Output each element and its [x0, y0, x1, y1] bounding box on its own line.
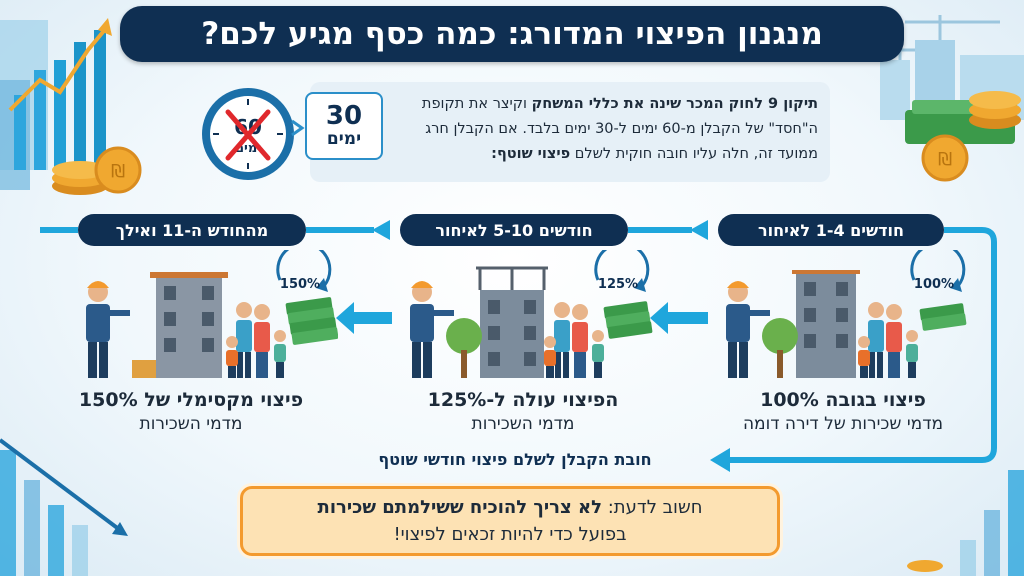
building-icon — [132, 272, 228, 378]
chevron-icon — [291, 119, 305, 137]
stage-3-badge: 150% — [280, 277, 320, 292]
family-icon — [858, 302, 918, 378]
intro-text: תיקון 9 לחוק המכר שינה את כללי המשחק וקי… — [408, 92, 818, 167]
money-stack-icon — [910, 250, 967, 331]
intro-bold-tail: פיצוי שוטף: — [491, 146, 571, 162]
bottom-left-bars — [0, 438, 128, 576]
stage-3-caption-text: מדמי השכירות — [139, 414, 243, 434]
intro-box: תיקון 9 לחוק המכר שינה את כללי המשחק וקי… — [310, 82, 830, 182]
note-line-1: חשוב לדעת: לא צריך להוכיח ששילמתם שכירות — [318, 494, 703, 521]
stage-2-illustration: 125% — [410, 250, 653, 378]
building-icon — [792, 270, 860, 378]
new-days-box: 30 ימים — [305, 92, 383, 160]
stage-2-badge: 125% — [598, 277, 638, 292]
page-title: מנגנון הפיצוי המדורג: כמה כסף מגיע לכם? — [201, 16, 823, 52]
stage-1-caption: פיצוי בגובה 100% מדמי שכירות של דירה דומ… — [718, 388, 968, 436]
important-note: חשוב לדעת: לא צריך להוכיח ששילמתם שכירות… — [240, 486, 780, 556]
worker-icon — [410, 281, 454, 378]
stage-2-caption-text: מדמי השכירות — [471, 414, 575, 434]
stage-1-caption-text: מדמי שכירות של דירה דומה — [742, 414, 944, 434]
tree-icon — [446, 318, 482, 378]
worker-icon — [726, 281, 770, 378]
family-icon — [226, 302, 286, 378]
stage-3-caption-bold: פיצוי מקסימלי של 150% — [78, 389, 304, 411]
obligation-text: חובת הקבלן לשלם פיצוי חודשי שוטף — [378, 450, 652, 469]
tree-icon — [762, 318, 798, 378]
family-icon — [544, 302, 604, 378]
clock-icon: 60 ימים — [202, 88, 294, 180]
growth-chart-icon — [0, 18, 112, 190]
note-prefix: חשוב לדעת: — [601, 497, 703, 518]
worker-icon — [86, 281, 130, 378]
stage-1-caption-bold: פיצוי בגובה 100% — [760, 389, 926, 411]
stage-2-caption-bold: הפיצוי עולה ל-125% — [427, 389, 619, 411]
svg-text:₪: ₪ — [938, 149, 952, 170]
note-line-2: בפועל כדי להיות זכאים לפיצוי! — [393, 524, 627, 545]
money-stack-icon — [594, 250, 653, 339]
new-days-number: 30 — [325, 101, 363, 131]
stage-3-illustration: 150% — [86, 250, 338, 378]
stage-1-badge: 100% — [914, 277, 954, 292]
coins-icon: ₪ — [52, 146, 142, 195]
stage-2-caption: הפיצוי עולה ל-125% מדמי השכירות — [398, 388, 648, 436]
stage-header-3: מהחודש ה-11 ואילך — [78, 214, 306, 246]
bottom-right-bars — [907, 470, 1024, 576]
note-bold: לא צריך להוכיח ששילמתם שכירות — [317, 497, 602, 518]
intro-body: וקיצר את תקופת ה"חסד" של הקבלן מ-60 ימים… — [421, 96, 818, 162]
building-icon — [476, 266, 548, 378]
stage-3-caption: פיצוי מקסימלי של 150% מדמי השכירות — [66, 388, 316, 436]
money-stack-icon — [276, 250, 338, 345]
title-banner: מנגנון הפיצוי המדורג: כמה כסף מגיע לכם? — [120, 6, 904, 62]
stage-header-2: חודשים 5-10 לאיחור — [400, 214, 628, 246]
svg-text:₪: ₪ — [111, 161, 125, 182]
money-stack-icon: ₪ — [905, 91, 1021, 182]
intro-bold-lead: תיקון 9 לחוק המכר שינה את כללי המשחק — [531, 96, 818, 112]
stage-header-1: חודשים 1-4 לאיחור — [718, 214, 944, 246]
stage-1-illustration: 100% — [726, 250, 967, 378]
new-days-unit: ימים — [326, 129, 362, 149]
